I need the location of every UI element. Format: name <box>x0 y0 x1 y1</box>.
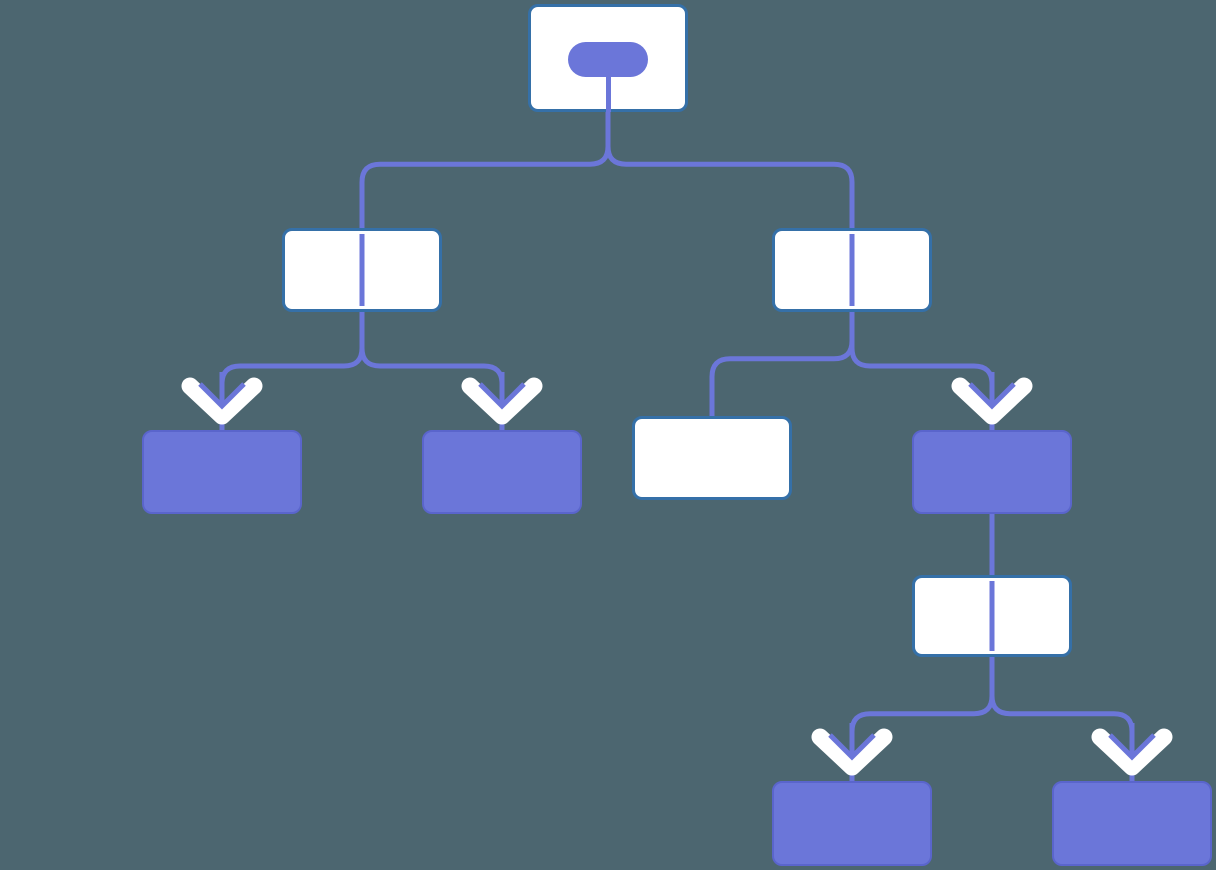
arrowhead-inner <box>198 382 246 410</box>
arrowhead-outline <box>811 728 893 776</box>
root-node-pill <box>568 42 648 77</box>
arrowhead-outline <box>1091 728 1173 776</box>
arrowhead-outline <box>461 377 543 425</box>
arrowhead-inner <box>1108 733 1156 761</box>
arrowhead-a3 <box>951 372 1033 425</box>
diagram-node-n3[interactable] <box>772 228 932 312</box>
arrowhead-a1 <box>181 372 263 425</box>
arrowhead-a2 <box>461 372 543 425</box>
diagram-node-n9[interactable] <box>772 781 932 866</box>
diagram-node-n2[interactable] <box>282 228 442 312</box>
diagram-node-n8[interactable] <box>912 575 1072 657</box>
root-node-stem <box>606 77 611 112</box>
arrowhead-inner <box>828 733 876 761</box>
arrowhead-a4 <box>811 723 893 776</box>
connector-edge <box>605 112 855 228</box>
arrowhead-inner <box>478 382 526 410</box>
arrowhead-outline <box>181 377 263 425</box>
connector-edge <box>359 112 611 228</box>
diagram-node-n1[interactable] <box>528 4 688 112</box>
connector-edge <box>709 312 855 416</box>
diagram-node-n6[interactable] <box>632 416 792 500</box>
arrowhead-a5 <box>1091 723 1173 776</box>
connector-edge <box>849 657 995 783</box>
connector-edge <box>219 312 365 432</box>
connector-edge <box>849 312 995 432</box>
diagram-node-n7[interactable] <box>912 430 1072 514</box>
diagram-node-n4[interactable] <box>142 430 302 514</box>
diagram-node-n5[interactable] <box>422 430 582 514</box>
connector-edge <box>989 657 1135 783</box>
arrowhead-outline <box>951 377 1033 425</box>
connector-edge <box>359 312 505 432</box>
diagram-node-n10[interactable] <box>1052 781 1212 866</box>
arrowhead-inner <box>968 382 1016 410</box>
